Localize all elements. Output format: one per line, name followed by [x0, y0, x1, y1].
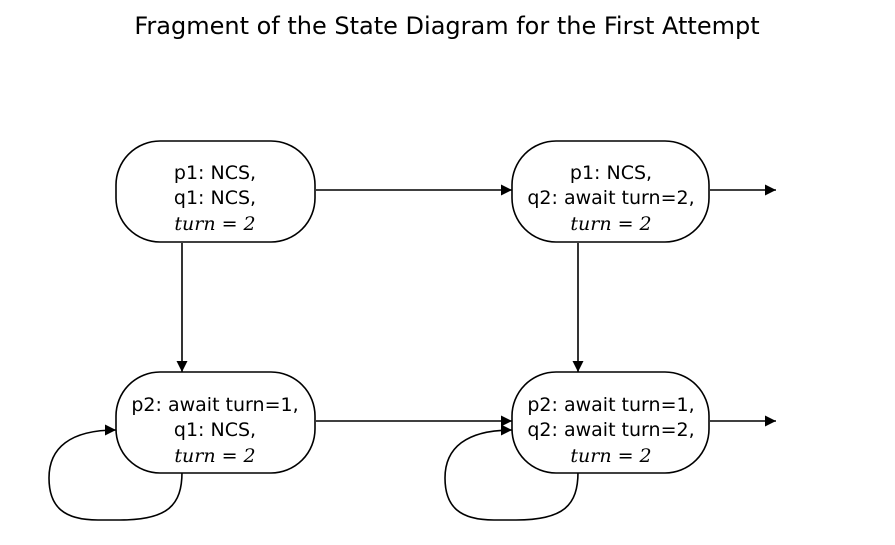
state-turn-value: turn = 2 — [174, 445, 255, 467]
state-label-line: p2: await turn=1, — [131, 394, 298, 416]
state-label-line: q1: NCS, — [174, 419, 256, 441]
state-s3: p2: await turn=1, q1: NCS, turn = 2 — [115, 371, 316, 474]
state-turn-value: turn = 2 — [570, 445, 651, 467]
state-label-line: q2: await turn=2, — [527, 419, 694, 441]
state-label-line: p1: NCS, — [570, 162, 652, 184]
state-label-line: q2: await turn=2, — [527, 187, 694, 209]
state-s1: p1: NCS, q1: NCS, turn = 2 — [115, 140, 316, 243]
state-box — [115, 140, 316, 243]
state-turn-value: turn = 2 — [174, 213, 255, 235]
state-box — [511, 371, 710, 474]
state-box — [511, 140, 710, 243]
state-box — [115, 371, 316, 474]
state-s2: p1: NCS, q2: await turn=2, turn = 2 — [511, 140, 710, 243]
state-label-line: p1: NCS, — [174, 162, 256, 184]
self-loop-s3 — [48, 424, 183, 521]
state-turn-value: turn = 2 — [570, 213, 651, 235]
state-label-line: p2: await turn=1, — [527, 394, 694, 416]
transitions — [48, 184, 776, 521]
self-loop-s4 — [444, 424, 579, 521]
state-label-line: q1: NCS, — [174, 187, 256, 209]
diagram-title: Fragment of the State Diagram for the Fi… — [134, 12, 759, 40]
state-s4: p2: await turn=1, q2: await turn=2, turn… — [511, 371, 710, 474]
